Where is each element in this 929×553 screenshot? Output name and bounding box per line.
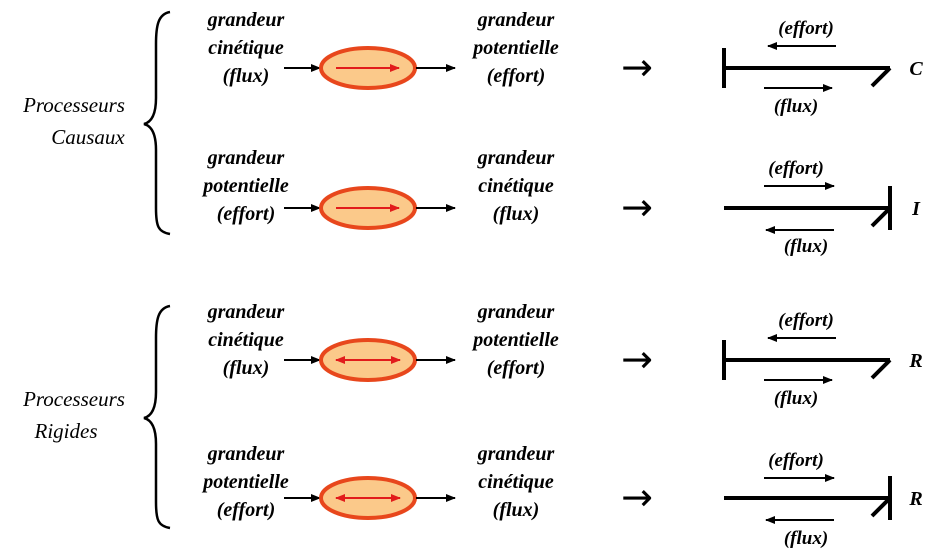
input-label-line: grandeur: [207, 147, 285, 169]
group-causaux: Processeurs Causaux: [22, 10, 171, 236]
half-arrow: [870, 66, 892, 88]
group-title: Processeurs: [22, 387, 125, 411]
output-label-line: grandeur: [477, 147, 555, 169]
group-title: Processeurs: [22, 93, 125, 117]
implies-arrow-icon: →: [621, 185, 653, 229]
output-label-line: grandeur: [477, 443, 555, 465]
implies-arrow-icon: →: [621, 45, 653, 89]
flux-label: (flux): [784, 528, 828, 549]
effort-label: (effort): [778, 18, 834, 39]
output-label-line: grandeur: [477, 9, 555, 31]
processor-row: grandeur potentielle (effort) grandeur c…: [201, 443, 922, 549]
output-label-line: (effort): [487, 357, 546, 379]
output-label-line: cinétique: [478, 471, 554, 493]
flux-label: (flux): [774, 388, 818, 409]
flux-label: (flux): [774, 96, 818, 117]
processor-row: grandeur cinétique (flux) grandeur poten…: [207, 9, 924, 117]
half-arrow: [870, 496, 892, 518]
half-arrow: [870, 358, 892, 380]
bond: (effort) (flux) R: [722, 310, 923, 409]
input-label-line: potentielle: [201, 471, 289, 493]
element-letter: R: [908, 488, 922, 510]
group-subtitle: Rigides: [34, 419, 98, 443]
output-label-line: potentielle: [471, 37, 559, 59]
processor-row: grandeur potentielle (effort) grandeur c…: [201, 147, 921, 257]
output-label-line: cinétique: [478, 175, 554, 197]
brace-causaux: [143, 10, 171, 236]
group-subtitle: Causaux: [51, 125, 125, 149]
input-label-line: (flux): [223, 357, 270, 379]
input-label-line: (effort): [217, 203, 276, 225]
element-letter: R: [908, 350, 922, 372]
input-label-line: grandeur: [207, 301, 285, 323]
output-label-line: potentielle: [471, 329, 559, 351]
bond: (effort) (flux) C: [722, 18, 923, 117]
input-label-line: cinétique: [208, 329, 284, 351]
effort-label: (effort): [778, 310, 834, 331]
input-label-line: grandeur: [207, 9, 285, 31]
brace-rigides: [143, 304, 171, 530]
element-letter: I: [911, 198, 921, 220]
implies-arrow-icon: →: [621, 337, 653, 381]
output-label-line: grandeur: [477, 301, 555, 323]
group-rigides: Processeurs Rigides: [22, 304, 171, 530]
output-label-line: (effort): [487, 65, 546, 87]
bond: (effort) (flux) I: [724, 158, 921, 257]
input-label-line: grandeur: [207, 443, 285, 465]
effort-label: (effort): [768, 158, 824, 179]
input-label-line: cinétique: [208, 37, 284, 59]
flux-label: (flux): [784, 236, 828, 257]
output-label-line: (flux): [493, 499, 540, 521]
output-label-line: (flux): [493, 203, 540, 225]
half-arrow: [870, 206, 892, 228]
input-label-line: (flux): [223, 65, 270, 87]
processor-row: grandeur cinétique (flux) grandeur poten…: [207, 301, 923, 409]
bond: (effort) (flux) R: [724, 450, 923, 549]
input-label-line: (effort): [217, 499, 276, 521]
effort-label: (effort): [768, 450, 824, 471]
input-label-line: potentielle: [201, 175, 289, 197]
element-letter: C: [909, 58, 923, 80]
implies-arrow-icon: →: [621, 475, 653, 519]
